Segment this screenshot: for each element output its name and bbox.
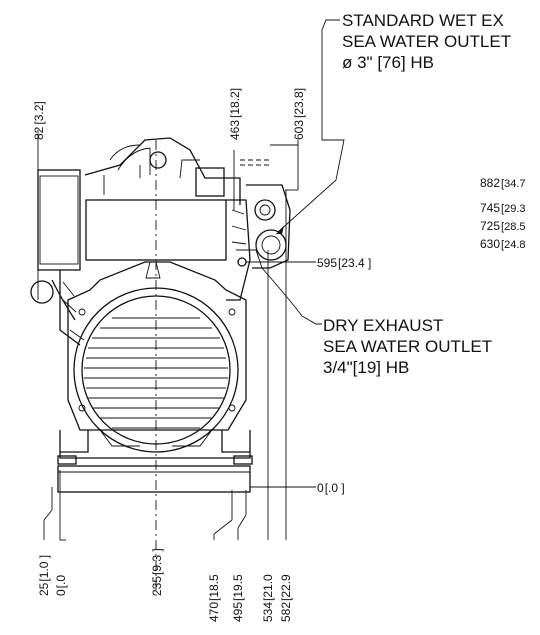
top-fitting — [149, 151, 167, 169]
svg-text:603[23.8]: 603[23.8] — [292, 88, 306, 140]
right-dimension-leaders — [246, 261, 316, 488]
dim-top-463: 463[18.2] — [228, 88, 242, 140]
svg-text:235[9.3 ]: 235[9.3 ] — [150, 548, 164, 596]
wet-exhaust-label-line1: STANDARD WET EX — [342, 11, 504, 30]
svg-text:470[18.5: 470[18.5 — [207, 574, 221, 622]
left-mount-bolt — [57, 455, 77, 465]
dim-top-603: 603[23.8] — [292, 88, 306, 140]
svg-text:0[.0: 0[.0 — [54, 575, 68, 596]
fan-housing — [67, 261, 247, 431]
top-dimension-leaders — [37, 130, 299, 300]
dim-bottom-534: 534[21.0 — [261, 574, 275, 622]
dim-bottom-495: 495[19.5 — [231, 574, 245, 622]
dim-right-595: 595[23.4 ] — [317, 256, 371, 270]
dry-exhaust-label-line1: DRY EXHAUST — [323, 316, 443, 335]
svg-text:495[19.5: 495[19.5 — [231, 574, 245, 622]
svg-text:463[18.2]: 463[18.2] — [228, 88, 242, 140]
callout-leaders — [261, 19, 345, 325]
wet-exhaust-outlet — [255, 229, 287, 261]
dim-bottom-235: 235[9.3 ] — [150, 548, 164, 596]
right-mount-bolt — [233, 455, 253, 465]
dim-bottom-25: 25[1.0 ] — [37, 555, 51, 596]
left-alternator — [37, 169, 81, 271]
dry-exhaust-label-line2: SEA WATER OUTLET — [323, 337, 492, 356]
dim-bottom-0: 0[.0 — [54, 575, 68, 596]
wet-exhaust-label-line3: ø 3" [76] HB — [342, 53, 434, 72]
svg-text:534[21.0: 534[21.0 — [261, 574, 275, 622]
dim-right-630: 630[24.8 — [480, 237, 526, 251]
top-right-block — [195, 167, 225, 197]
dim-right-0: 0[.0 ] — [317, 481, 345, 495]
dim-right-745: 745[29.3 — [480, 201, 526, 215]
svg-text:25[1.0 ]: 25[1.0 ] — [37, 555, 51, 596]
dim-bottom-582: 582[22.9 — [279, 574, 293, 622]
left-pulley — [30, 280, 54, 304]
dim-right-725: 725[28.5 — [480, 219, 526, 233]
bottom-dimension-leaders — [43, 190, 287, 541]
base-rail — [57, 465, 251, 493]
dry-exhaust-fitting — [237, 257, 247, 267]
dry-exhaust-label-line3: 3/4"[19] HB — [323, 358, 409, 377]
dim-bottom-470: 470[18.5 — [207, 574, 221, 622]
svg-text:582[22.9: 582[22.9 — [279, 574, 293, 622]
wet-exhaust-label-line2: SEA WATER OUTLET — [342, 32, 511, 51]
engine-outline — [30, 137, 291, 493]
dim-right-882: 882[34.7 — [480, 176, 526, 190]
upper-right-port — [254, 199, 276, 221]
svg-text:82[3.2]: 82[3.2] — [32, 101, 46, 140]
dim-top-82: 82[3.2] — [32, 101, 46, 140]
